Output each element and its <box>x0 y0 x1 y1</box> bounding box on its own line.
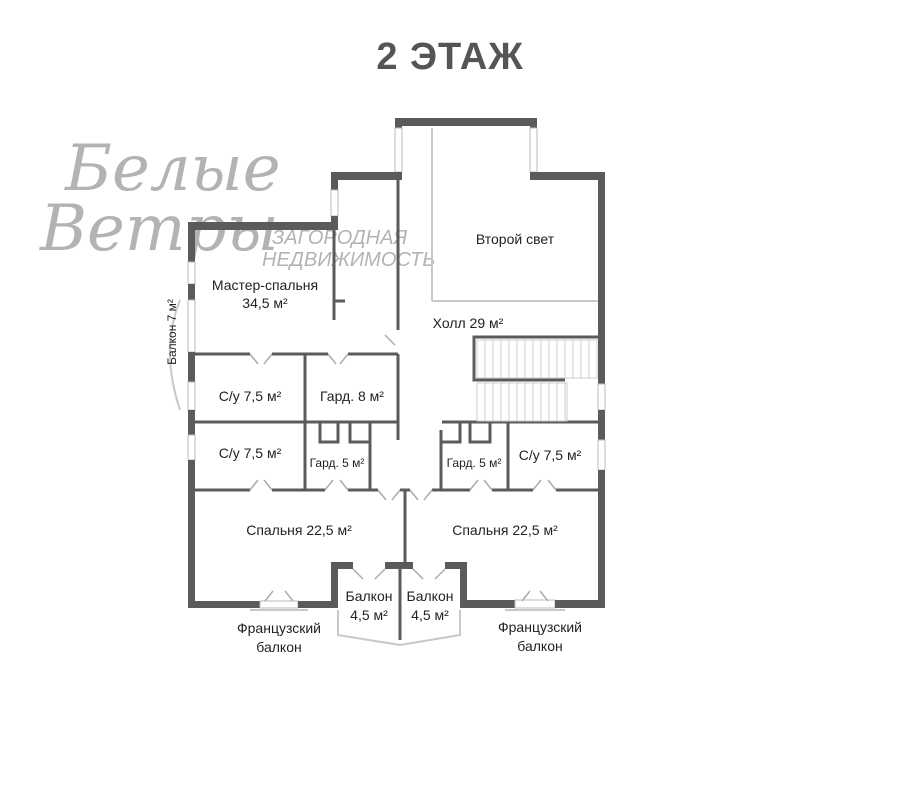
label-wardrobe-left: Гард. 5 м² <box>310 456 365 470</box>
label-balcony-left-1: Балкон <box>346 588 393 604</box>
label-balcony-right-1: Балкон <box>407 588 454 604</box>
label-side-balcony: Балкон 7 м² <box>165 299 179 365</box>
label-bedroom-right: Спальня 22,5 м² <box>452 522 558 538</box>
label-master-area: 34,5 м² <box>242 295 288 311</box>
doors <box>249 334 557 602</box>
label-french-left-1: Французский <box>237 620 321 636</box>
interior-walls <box>195 178 598 640</box>
label-wardrobe-8: Гард. 8 м² <box>320 388 384 404</box>
label-bath-left: С/у 7,5 м² <box>219 445 282 461</box>
exterior-walls <box>187 118 606 609</box>
label-master-bedroom: Мастер-спальня <box>212 277 318 293</box>
label-wardrobe-right: Гард. 5 м² <box>447 456 502 470</box>
balcony-railings <box>169 299 565 647</box>
label-french-right-2: балкон <box>517 638 562 654</box>
label-french-right-1: Французский <box>498 619 582 635</box>
second-light-outline <box>431 128 598 302</box>
label-bedroom-left: Спальня 22,5 м² <box>246 522 352 538</box>
stair-steps <box>484 340 590 421</box>
room-labels: Второй свет Мастер-спальня 34,5 м² Балко… <box>165 231 582 655</box>
logo-line1: Белые <box>64 132 281 206</box>
label-bath-right: С/у 7,5 м² <box>519 447 582 463</box>
label-bath-top-left: С/у 7,5 м² <box>219 388 282 404</box>
label-second-light: Второй свет <box>476 231 555 247</box>
logo-tagline1: ЗАГОРОДНАЯ <box>272 227 407 249</box>
label-balcony-right-2: 4,5 м² <box>411 607 449 623</box>
label-hall: Холл 29 м² <box>433 315 504 331</box>
logo-tagline2: НЕДВИЖИМОСТЬ <box>262 249 435 271</box>
label-balcony-left-2: 4,5 м² <box>350 607 388 623</box>
staircase[interactable] <box>476 339 598 422</box>
label-french-left-2: балкон <box>256 639 301 655</box>
floor-title: 2 ЭТАЖ <box>376 36 524 78</box>
watermark-logo: Белые Ветры ЗАГОРОДНАЯ НЕДВИЖИМОСТЬ <box>39 132 435 271</box>
